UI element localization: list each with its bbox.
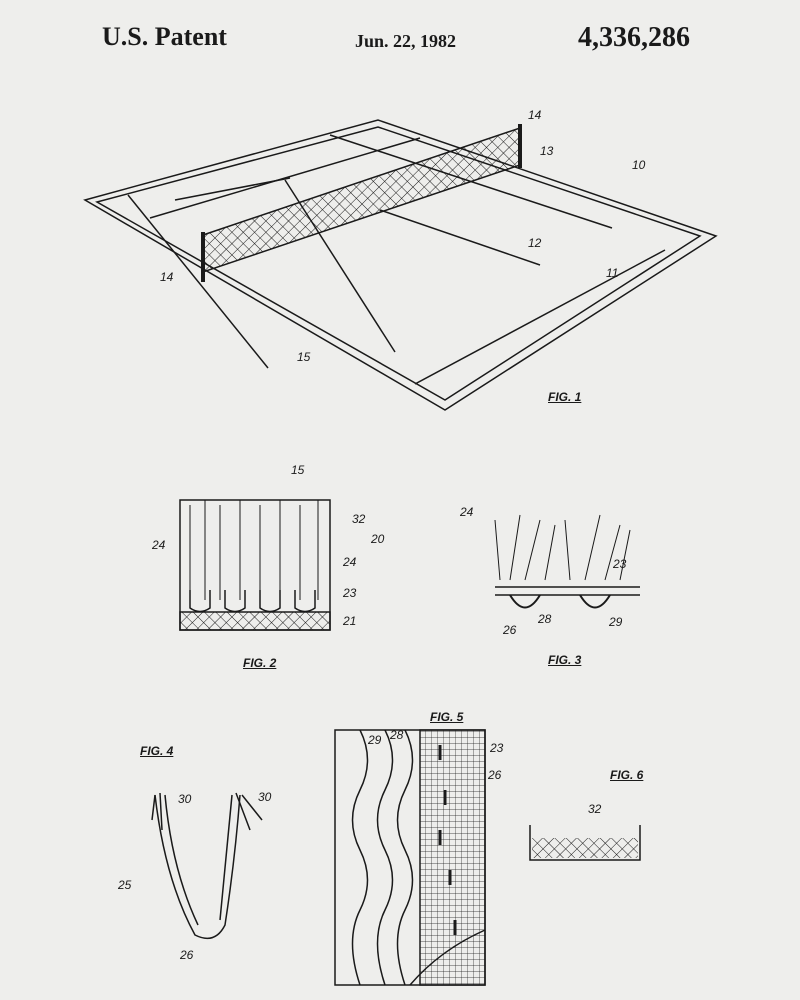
fig6-infill-section [529,825,641,861]
ref-label: 32 [352,512,366,526]
patent-title: U.S. Patent [102,22,227,51]
ref-label: 11 [606,266,619,280]
ref-label: 12 [528,236,542,250]
ref-label: 24 [343,555,357,569]
ref-label: 29 [368,733,382,747]
ref-label: 26 [488,768,502,782]
ref-label: 24 [460,505,474,519]
ref-label: 25 [118,878,132,892]
ref-label: 23 [490,741,504,755]
fig1-tennis-court [83,119,718,411]
patent-number: 4,336,286 [578,22,690,53]
ref-label: 28 [390,728,404,742]
ref-label: 15 [291,463,305,477]
ref-label: 30 [258,790,272,804]
fig6-caption: FIG. 6 [610,768,644,782]
fig3-turf-detail [494,514,640,609]
ref-label: 13 [540,144,554,158]
ref-label: 23 [343,586,357,600]
ref-label: 15 [297,350,311,364]
ref-label: 10 [632,158,646,172]
fig5-caption: FIG. 5 [430,710,464,724]
ref-label: 23 [613,557,627,571]
fig4-caption: FIG. 4 [140,744,174,758]
ref-label: 14 [160,270,174,284]
ref-label: 30 [178,792,192,806]
fig5-backing-plan [334,729,486,986]
ref-label: 29 [609,615,623,629]
fig1-caption: FIG. 1 [548,390,582,404]
ref-label: 26 [180,948,194,962]
fig4-fiber-strand [151,792,263,940]
ref-label: 24 [152,538,166,552]
ref-label: 32 [588,802,602,816]
patent-date: Jun. 22, 1982 [355,31,457,51]
ref-label: 20 [371,532,385,546]
ref-label: 28 [538,612,552,626]
ref-label: 14 [528,108,542,122]
fig3-caption: FIG. 3 [548,653,582,667]
fig2-turf-section [179,499,331,631]
fig2-caption: FIG. 2 [243,656,277,670]
ref-label: 21 [343,614,357,628]
ref-label: 26 [503,623,517,637]
